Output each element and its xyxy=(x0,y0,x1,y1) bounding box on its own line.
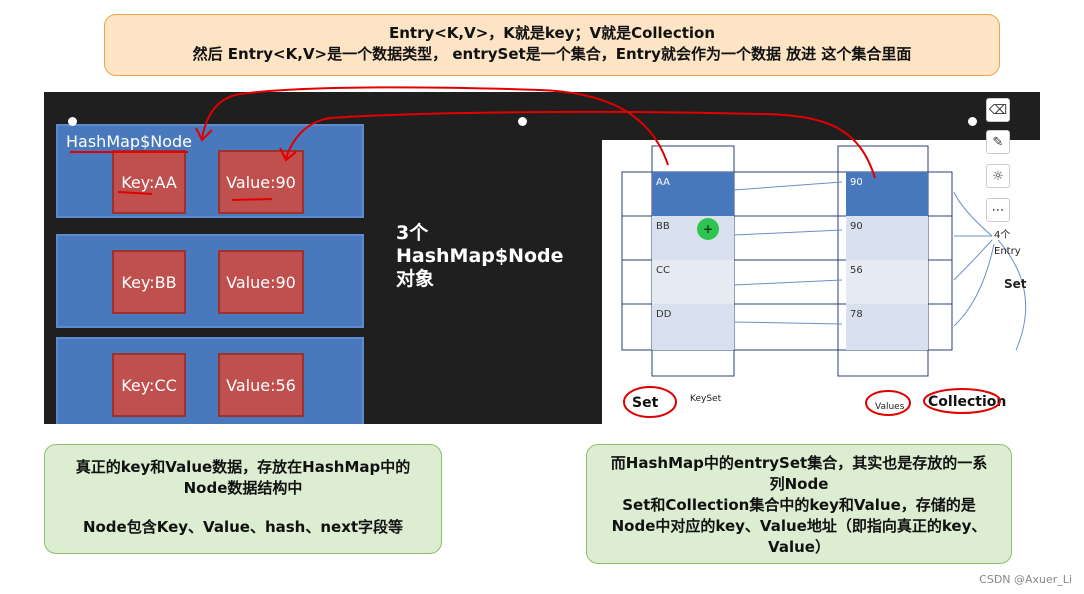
key-cell-aa xyxy=(652,172,734,216)
value-cell-2 xyxy=(846,216,928,260)
values-label: Values xyxy=(875,402,905,412)
bl-line3: Node包含Key、Value、hash、next字段等 xyxy=(82,518,404,536)
value-label-2: 90 xyxy=(850,221,863,232)
add-icon-symbol: + xyxy=(703,222,713,236)
node-2-value: Value:90 xyxy=(218,250,304,314)
bl-line1: 真正的key和Value数据，存放在HashMap中的 xyxy=(75,458,411,476)
corner-dot xyxy=(518,117,527,126)
node-1-value: Value:90 xyxy=(218,150,304,214)
node-1-key: Key:AA xyxy=(112,150,186,214)
key-cell-bb xyxy=(652,216,734,260)
value-label-1: 90 xyxy=(850,177,863,188)
more-icon[interactable]: ⋯ xyxy=(986,198,1010,222)
key-cell-cc xyxy=(652,260,734,304)
node-title: HashMap$Node xyxy=(66,132,193,151)
br-line5: Value） xyxy=(768,538,830,556)
entry-count-label: 4个 xyxy=(994,229,1010,241)
entryset-diagram: AA BB CC DD 90 90 56 78 xyxy=(621,145,1027,418)
pen-icon[interactable]: ✎ xyxy=(986,130,1010,154)
keyset-label: KeySet xyxy=(690,394,722,404)
blackboard: HashMap$Node Key:AA Value:90 Key:BB Valu… xyxy=(44,92,1040,424)
node-box-2: Key:BB Value:90 xyxy=(56,234,364,328)
node-2-key: Key:BB xyxy=(112,250,186,314)
node-box-3: Key:CC Value:56 xyxy=(56,337,364,424)
count-line1: 3个 xyxy=(396,222,429,244)
value-cell-3 xyxy=(846,260,928,304)
top-callout-line1: Entry<K,V>，K就是key；V就是Collection xyxy=(388,24,716,42)
add-icon[interactable] xyxy=(697,218,719,240)
bl-line2: Node数据结构中 xyxy=(183,479,303,497)
br-line4: Node中对应的key、Value地址（即指向真正的key、 xyxy=(611,517,987,535)
count-line3: 对象 xyxy=(396,268,435,290)
key-value-arrows xyxy=(733,181,843,325)
node-box-1: HashMap$Node Key:AA Value:90 xyxy=(56,124,364,218)
key-label-bb: BB xyxy=(656,221,670,232)
key-label-cc: CC xyxy=(656,265,670,276)
entryset-explanation-callout: 而HashMap中的entrySet集合，其实也是存放的一系 列Node Set… xyxy=(586,444,1012,564)
br-line3: Set和Collection集合中的key和Value，存储的是 xyxy=(622,496,976,514)
collection-label: Collection xyxy=(928,394,1006,410)
set-side-label: Set xyxy=(1004,277,1027,291)
value-cell-4 xyxy=(846,304,928,350)
top-callout-line2: 然后 Entry<K,V>是一个数据类型， entrySet是一个集合，Entr… xyxy=(192,45,912,63)
value-label-3: 56 xyxy=(850,265,863,276)
entry-label: Entry xyxy=(994,246,1021,257)
key-label-dd: DD xyxy=(656,309,672,320)
eraser-icon[interactable]: ⌫ xyxy=(986,98,1010,122)
value-label-4: 78 xyxy=(850,309,863,320)
node-3-value: Value:56 xyxy=(218,353,304,417)
ink-circles xyxy=(623,386,1001,418)
set-label: Set xyxy=(632,395,659,411)
node-count-label: 3个 HashMap$Node 对象 xyxy=(396,222,564,291)
entryset-sheet: AA BB CC DD 90 90 56 78 xyxy=(602,140,1040,424)
key-cell-dd xyxy=(652,304,734,350)
br-line1: 而HashMap中的entrySet集合，其实也是存放的一系 xyxy=(610,454,988,472)
node-3-key: Key:CC xyxy=(112,353,186,417)
top-callout: Entry<K,V>，K就是key；V就是Collection 然后 Entry… xyxy=(104,14,1000,76)
node-explanation-callout: 真正的key和Value数据，存放在HashMap中的 Node数据结构中 No… xyxy=(44,444,442,554)
corner-dot xyxy=(968,117,977,126)
corner-dot xyxy=(68,117,77,126)
key-label-aa: AA xyxy=(656,177,670,188)
count-line2: HashMap$Node xyxy=(396,245,564,267)
br-line2: 列Node xyxy=(769,475,829,493)
value-cell-1 xyxy=(846,172,928,216)
watermark: CSDN @Axuer_Li xyxy=(979,573,1072,586)
lightbulb-icon[interactable]: ☼ xyxy=(986,164,1010,188)
entry-arrows xyxy=(953,191,1027,351)
